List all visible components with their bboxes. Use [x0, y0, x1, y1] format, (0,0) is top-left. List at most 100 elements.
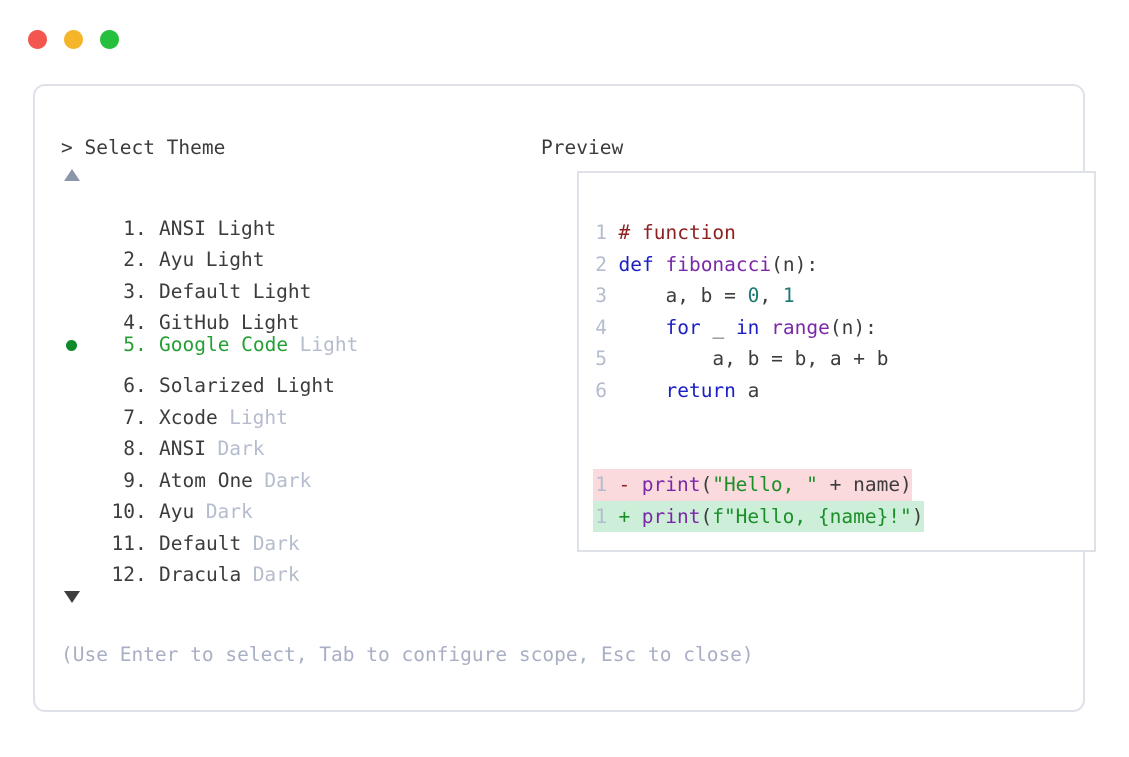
prompt-caret: >	[61, 136, 73, 159]
theme-item-name: Default	[159, 279, 242, 303]
selection-indicator-cell	[61, 203, 89, 235]
selection-indicator-cell	[61, 518, 89, 550]
title-bar	[0, 0, 1129, 74]
selection-indicator-cell	[61, 266, 89, 298]
code-line: 5 a, b = b, a + b	[593, 343, 1094, 375]
code-token: "Hello, "	[712, 473, 818, 496]
triangle-down-icon	[64, 591, 80, 603]
theme-item-number: 6	[123, 374, 135, 397]
theme-item-number-dot: .	[135, 563, 147, 586]
scroll-up-indicator[interactable]	[61, 161, 531, 197]
theme-item-number-dot: .	[135, 405, 147, 429]
selection-indicator-cell	[61, 235, 89, 267]
code-token: # function	[618, 221, 736, 244]
theme-item-number: 3	[123, 279, 135, 303]
theme-item-name: ANSI	[159, 437, 206, 460]
theme-item-name: Xcode	[159, 405, 218, 429]
code-blank-line	[593, 438, 1094, 470]
code-token	[619, 379, 666, 402]
scroll-down-indicator[interactable]	[61, 581, 531, 621]
maximize-window-dot[interactable]	[100, 30, 119, 49]
code-token: (	[700, 504, 713, 528]
theme-item-variant: Dark	[205, 500, 253, 523]
code-token: fibonacci	[665, 252, 772, 276]
theme-item-name: Default	[159, 531, 242, 555]
diff-marker: +	[618, 504, 631, 528]
theme-item-name: Ayu	[159, 248, 195, 271]
theme-item-variant: Light	[205, 248, 265, 271]
code-token: _	[700, 315, 736, 339]
theme-list-item[interactable]: 2. Ayu Light	[61, 235, 531, 271]
theme-item-number: 12	[111, 563, 135, 586]
selection-indicator-cell	[61, 330, 89, 362]
code-token: 1	[782, 284, 795, 307]
code-token: for	[665, 315, 701, 339]
code-token: + name)	[817, 473, 912, 496]
code-token: a, b =	[618, 284, 748, 307]
code-token: a	[735, 378, 760, 402]
code-line-number: 2	[595, 252, 607, 276]
code-line-number: 6	[595, 378, 607, 402]
theme-item-variant: Dark	[252, 531, 300, 555]
theme-item-number-dot: .	[135, 437, 147, 460]
diff-marker: -	[618, 473, 631, 496]
theme-item-variant: Light	[240, 311, 300, 334]
selection-indicator-cell	[61, 550, 89, 582]
code-token	[619, 316, 666, 339]
theme-item-number: 7	[123, 405, 135, 429]
theme-item-number-dot: .	[135, 311, 147, 334]
code-token: (	[700, 473, 713, 496]
diff-line-number: 1	[595, 504, 607, 528]
theme-item-number-dot: .	[135, 333, 147, 356]
code-blank-line	[593, 406, 1094, 438]
page-title: > Select Theme	[61, 135, 531, 161]
selected-bullet-icon	[66, 340, 77, 351]
code-line-number: 3	[595, 284, 607, 307]
theme-item-number: 8	[123, 437, 135, 460]
code-line-number: 5	[595, 347, 607, 370]
theme-item-name: Ayu	[159, 500, 195, 523]
selection-indicator-cell	[61, 392, 89, 424]
code-token	[759, 316, 771, 339]
theme-item-number: 2	[123, 248, 135, 271]
minimize-window-dot[interactable]	[64, 30, 83, 49]
preview-title: Preview	[541, 136, 624, 159]
code-line-number: 1	[595, 221, 607, 244]
theme-item-variant: Light	[252, 279, 312, 303]
code-line-number: 4	[595, 315, 607, 339]
theme-item-number-dot: .	[135, 500, 147, 523]
code-token: f"Hello, {name}!"	[712, 504, 912, 528]
close-window-dot[interactable]	[28, 30, 47, 49]
diff-removed-highlight: 1-print("Hello, " + name)	[593, 469, 912, 501]
theme-item-variant: Light	[217, 216, 277, 240]
theme-item-number-dot: .	[135, 248, 147, 271]
page-title-label: Select Theme	[84, 136, 226, 159]
selection-indicator-cell	[61, 455, 89, 487]
code-token: a, b = b, a + b	[618, 347, 889, 370]
diff-line-number: 1	[595, 473, 607, 496]
keyboard-hint: (Use Enter to select, Tab to configure s…	[61, 643, 754, 666]
theme-item-name: Atom One	[159, 468, 253, 492]
triangle-up-icon	[64, 169, 80, 181]
theme-item-name: Solarized	[159, 374, 265, 397]
selection-indicator-cell	[61, 298, 89, 330]
theme-item-number: 4	[123, 311, 135, 334]
window-controls	[28, 30, 119, 49]
theme-item-number-dot: .	[135, 468, 147, 492]
